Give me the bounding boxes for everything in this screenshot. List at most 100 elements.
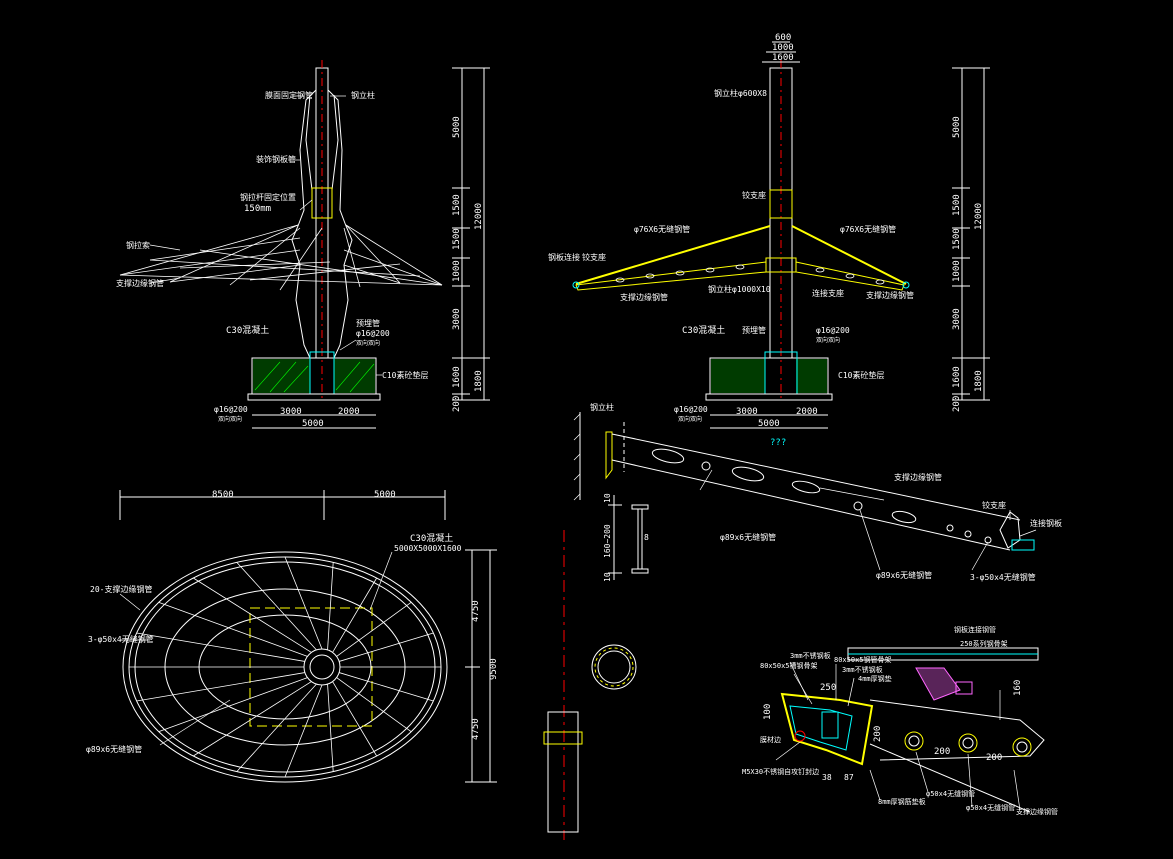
pipe-3 [1012,737,1032,757]
dim-v-4: 1000 [452,260,462,282]
top-dims [762,41,800,63]
dim-right-total: 9500 [489,658,499,680]
clamp-bolt [955,681,973,695]
top-dim-3: 1600 [772,53,794,63]
label-hinge-left: 铰支座 [582,252,606,262]
dim-top-1: 8500 [212,490,234,500]
spoke [158,677,308,733]
dim-v-total: 12000 [474,203,484,230]
dim-v-7: 200 [452,396,462,412]
label-ring: 钢立柱φ1000X10 [708,284,771,294]
hatch-r [796,359,827,393]
channel [821,711,839,739]
spoke [327,562,334,650]
top-dim-1: 600 [775,33,791,43]
edge-l13: 支撑边缘钢管 [1016,807,1058,816]
clamp [915,667,961,701]
dim-v-6: 1600 [452,366,462,388]
edge-l1: 3mm不锈钢板 [790,651,831,660]
dim-v-7: 200 [952,396,962,412]
pipe-elevation [547,711,579,833]
edge-detail [775,647,1045,813]
spoke [327,684,334,772]
label-bedding: C10素砼垫层 [382,370,428,380]
edge-d4: 200 [934,747,950,757]
edge-l5: 4mm厚钢垫 [858,674,892,683]
connect-node [765,257,797,273]
right-elevation [572,41,990,429]
dim-ticks-right [952,67,990,401]
section-dim-3: 10 [603,572,612,582]
pipe-section-bolts [594,647,634,687]
dim-v-1: 5000 [452,116,462,138]
truss-holes [615,264,885,285]
dim-h-1: 3000 [736,407,758,417]
edge-l8: 膜材边 [760,735,781,744]
left-elevation [119,60,490,429]
ring-collar [769,189,793,219]
dim-v-4: 1000 [952,260,962,282]
dim-h-total: 5000 [758,419,780,429]
label-column: 钢立柱 [351,90,375,100]
plan-view [119,490,497,783]
dim-v-3: 1500 [952,228,962,250]
edge-l10: 8mm厚钢筋垫板 [878,797,926,806]
arm-pipe-2: φ89x6无缝钢管 [876,570,932,580]
label-membrane: 膜面固定钢管 [265,90,313,100]
pipe-section-inner [597,650,631,684]
upper-pipe-right [791,225,907,285]
edge-d2: 100 [763,704,773,720]
label-rebar-b: 双向双向 [218,415,242,423]
edge-l6: 钢板连接钢管 [954,625,996,634]
arm-pipe: φ89x6无缝钢管 [720,532,776,542]
label-node: 钢板连接 [548,252,580,262]
cladding-left [291,89,317,359]
concrete-hatch-l [253,359,310,393]
upper-pipe-left [575,225,771,285]
concrete-hatch-r [334,359,375,393]
foundation-a: C30混凝土 [410,532,453,544]
outer-ellipse [122,551,448,783]
dim-h-2: 2000 [338,407,360,417]
wall-hatch [573,413,581,501]
bedding [247,393,381,401]
spoke [332,681,378,757]
plan-label-1: 20-支撑边缘钢管 [90,584,152,594]
leaders-left [149,95,382,376]
dim-h-1: 3000 [280,407,302,417]
label-pipe-left: φ76X6无缝钢管 [634,224,690,234]
edge-l7: 250系列钢骨架 [960,639,1008,648]
dim-top-2: 5000 [374,490,396,500]
edge-l4: 3mm不锈钢板 [842,665,883,674]
edge-d8: 160 [1013,680,1023,696]
arm-plate: 连接钢板 [1030,518,1062,528]
hinge-left [572,281,580,289]
spoke [336,602,412,657]
cladding-inner-l [305,94,313,191]
label-ring-pos: 钢拉杆固定位置 [240,192,296,202]
base-plate [605,431,613,480]
label-bedding: C10素砼垫层 [838,370,884,380]
top-dim-2: 1000 [772,43,794,53]
spoke [158,601,308,657]
dim-right-1: 4750 [471,600,481,622]
spoke [193,577,312,653]
section-mark: 8 [644,533,649,542]
label-concrete: C30混凝土 [226,324,269,336]
arm-mark: ??? [770,438,786,448]
label-rebar-a: φ16@200 [214,405,248,414]
edge-frame [789,705,853,751]
hatch-lines [254,361,375,393]
section-dim-1: 10 [603,493,612,503]
labels-right: 600 1000 1600 钢立柱φ600X8 铰支座 φ76X6无缝钢管 φ7… [548,33,984,429]
arm-ellipses [651,448,917,524]
dim-v-base: 1800 [974,370,984,392]
labels-plan: 8500 5000 C30混凝土 5000X5000X1600 20-支撑边缘钢… [86,490,499,754]
dim-h-total: 5000 [302,419,324,429]
hinge-right [902,281,910,289]
plan-label-2: 3-φ50x4无缝钢管 [88,634,154,644]
labels-edge: 3mm不锈钢板 80x50x5槽钢骨架 80x50x5钢管骨架 3mm不锈钢板 … [742,625,1058,816]
dim-v-2: 1500 [952,194,962,216]
dim-v-1: 5000 [952,116,962,138]
label-connect: 连接支座 [812,288,844,298]
